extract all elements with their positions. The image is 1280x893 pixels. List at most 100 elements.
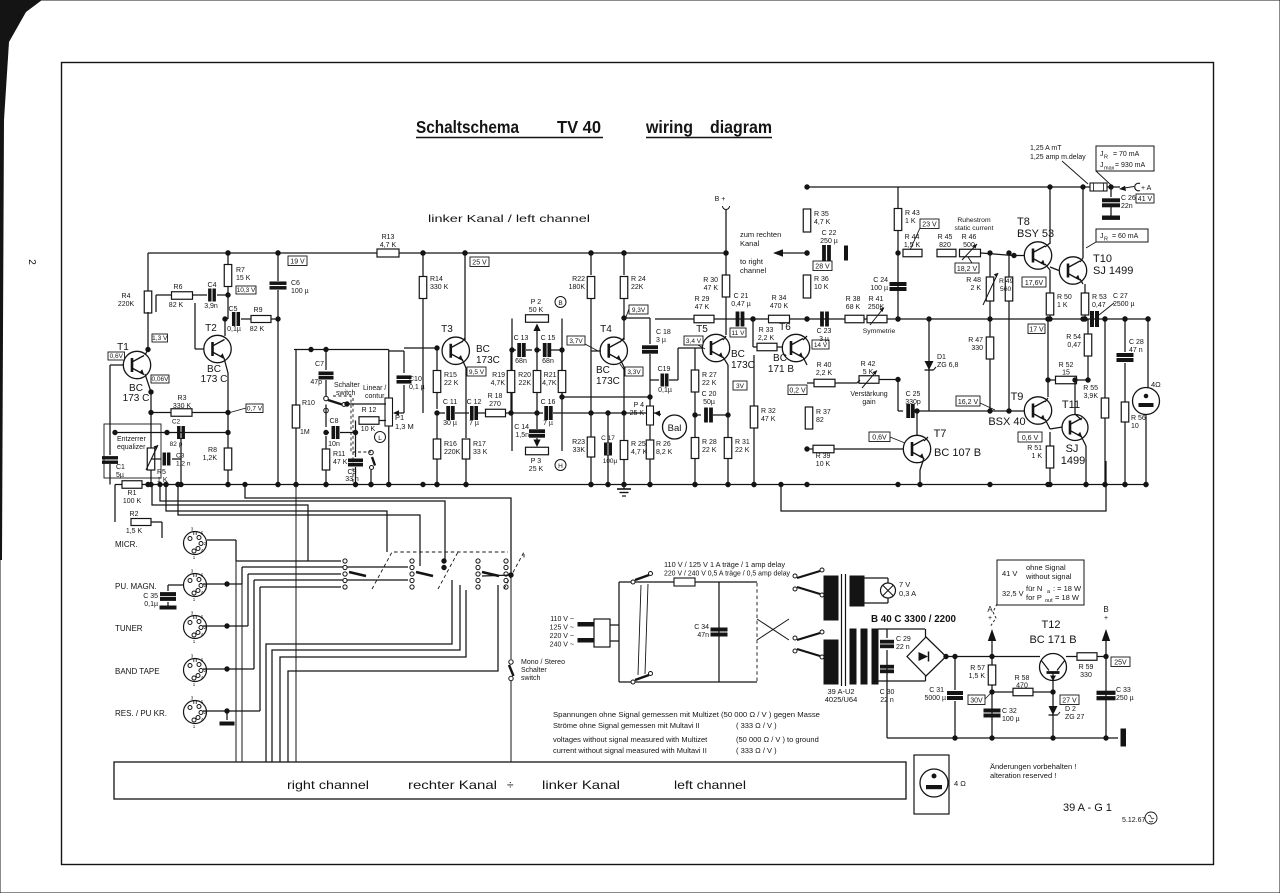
svg-text:R 32: R 32 bbox=[761, 408, 776, 415]
svg-text:5µ: 5µ bbox=[116, 472, 124, 479]
svg-text:= 60 mA: = 60 mA bbox=[1112, 233, 1139, 240]
svg-text:Entzerrer: Entzerrer bbox=[117, 436, 146, 443]
svg-text:R 55: R 55 bbox=[1083, 385, 1098, 392]
svg-text:220 V ~: 220 V ~ bbox=[550, 633, 574, 640]
svg-text:1M: 1M bbox=[300, 429, 310, 436]
svg-text:1,2K: 1,2K bbox=[203, 455, 218, 462]
svg-text:equalizer: equalizer bbox=[117, 444, 146, 451]
svg-text:82: 82 bbox=[816, 417, 824, 424]
svg-text:R 24: R 24 bbox=[631, 276, 646, 283]
svg-text:330p: 330p bbox=[905, 399, 921, 406]
svg-text:28 V: 28 V bbox=[815, 264, 830, 271]
svg-text:41 V: 41 V bbox=[1138, 196, 1153, 203]
svg-text:R 33: R 33 bbox=[759, 327, 774, 334]
svg-text:1,5 K: 1,5 K bbox=[126, 528, 143, 535]
svg-text:R 36: R 36 bbox=[814, 276, 829, 283]
svg-text:C 25: C 25 bbox=[906, 391, 921, 398]
svg-text:110 V ~: 110 V ~ bbox=[550, 616, 574, 623]
svg-text:4,7 K: 4,7 K bbox=[631, 449, 648, 456]
svg-text:BSY 53: BSY 53 bbox=[1017, 228, 1054, 240]
svg-text:4: 4 bbox=[201, 675, 204, 680]
svg-text:+: + bbox=[988, 615, 992, 622]
svg-text:C2: C2 bbox=[172, 419, 181, 426]
svg-text:C10: C10 bbox=[409, 376, 422, 383]
svg-text:10 K: 10 K bbox=[361, 426, 376, 433]
svg-text:125 V ~: 125 V ~ bbox=[550, 625, 574, 632]
svg-text:11 V: 11 V bbox=[732, 330, 746, 337]
svg-text:R 48: R 48 bbox=[966, 277, 981, 284]
svg-text:C 27: C 27 bbox=[1113, 293, 1128, 300]
svg-text:R17: R17 bbox=[473, 441, 486, 448]
svg-text:rechter Kanal: rechter Kanal bbox=[408, 778, 497, 792]
svg-text:RES. / PU KR.: RES. / PU KR. bbox=[115, 709, 167, 718]
svg-text:0,1µ: 0,1µ bbox=[144, 601, 158, 608]
svg-text:BC: BC bbox=[476, 344, 490, 355]
svg-text:22n: 22n bbox=[1121, 203, 1133, 210]
svg-text:2: 2 bbox=[204, 668, 207, 673]
svg-text:wiring: wiring bbox=[645, 117, 693, 137]
svg-text:220K: 220K bbox=[118, 301, 135, 308]
svg-text:2 K: 2 K bbox=[970, 285, 981, 292]
svg-text:250K: 250K bbox=[868, 304, 885, 311]
svg-text:1,3 V: 1,3 V bbox=[152, 335, 168, 342]
svg-text:T12: T12 bbox=[1042, 619, 1061, 631]
svg-text:1: 1 bbox=[193, 724, 196, 729]
svg-text:470 K: 470 K bbox=[770, 303, 789, 310]
svg-text:173 C: 173 C bbox=[201, 374, 228, 385]
svg-text:R 31: R 31 bbox=[735, 439, 750, 446]
svg-text:47n: 47n bbox=[697, 632, 709, 639]
svg-text:T5: T5 bbox=[696, 324, 708, 335]
svg-text:R22: R22 bbox=[572, 276, 585, 283]
svg-text:3: 3 bbox=[191, 696, 194, 701]
svg-text:7 µ: 7 µ bbox=[469, 420, 479, 427]
svg-text:22 K: 22 K bbox=[735, 447, 750, 454]
svg-text:Linear /: Linear / bbox=[363, 385, 386, 392]
svg-text:1 K: 1 K bbox=[1031, 453, 1042, 460]
svg-text:2: 2 bbox=[204, 710, 207, 715]
svg-text:27 V: 27 V bbox=[1062, 698, 1077, 705]
svg-text:4Ω: 4Ω bbox=[1151, 380, 1161, 389]
svg-text:41 V: 41 V bbox=[1002, 569, 1017, 578]
svg-text:15: 15 bbox=[1062, 370, 1070, 377]
svg-text:10 K: 10 K bbox=[814, 284, 829, 291]
svg-text:C 33: C 33 bbox=[1116, 687, 1131, 694]
svg-text:T3: T3 bbox=[441, 324, 453, 335]
svg-text:C8: C8 bbox=[330, 418, 339, 425]
svg-text:C 34: C 34 bbox=[694, 624, 709, 631]
svg-text:J: J bbox=[1100, 151, 1104, 158]
svg-text:5 K: 5 K bbox=[863, 369, 874, 376]
svg-text:BC: BC bbox=[731, 349, 745, 360]
svg-text:P 4: P 4 bbox=[634, 402, 644, 409]
svg-text:Ströme ohne Signal gemessen: Ströme ohne Signal gemessen mit Multavi … bbox=[553, 721, 700, 730]
svg-text:10,3 V: 10,3 V bbox=[237, 287, 256, 294]
svg-text:25V: 25V bbox=[1114, 660, 1127, 667]
svg-text:T4: T4 bbox=[600, 324, 612, 335]
svg-text:C 18: C 18 bbox=[656, 329, 671, 336]
svg-text:0,1 µ: 0,1 µ bbox=[409, 384, 425, 391]
svg-text:SJ: SJ bbox=[1066, 443, 1079, 455]
svg-text:1 K: 1 K bbox=[157, 477, 168, 484]
svg-text:right channel: right channel bbox=[287, 778, 369, 792]
svg-text:1: 1 bbox=[193, 639, 196, 644]
svg-text:7 µ: 7 µ bbox=[543, 420, 553, 427]
svg-text:0,47: 0,47 bbox=[1092, 302, 1106, 309]
svg-text:R 49: R 49 bbox=[999, 278, 1014, 285]
svg-text:Mono / Stereo: Mono / Stereo bbox=[521, 659, 565, 666]
svg-text:R 35: R 35 bbox=[814, 211, 829, 218]
svg-text:1,5 K: 1,5 K bbox=[904, 242, 921, 249]
svg-text:0,1µ: 0,1µ bbox=[658, 387, 672, 394]
svg-text:C 20: C 20 bbox=[702, 391, 717, 398]
svg-text:gain: gain bbox=[862, 399, 875, 406]
svg-text:R 54: R 54 bbox=[1066, 334, 1081, 341]
svg-text:R 37: R 37 bbox=[816, 409, 831, 416]
svg-text:173C: 173C bbox=[596, 376, 620, 387]
svg-text:channel: channel bbox=[740, 266, 767, 275]
svg-text:diagram: diagram bbox=[710, 117, 772, 137]
svg-text:4,7 K: 4,7 K bbox=[380, 242, 397, 249]
svg-text:R1: R1 bbox=[128, 490, 137, 497]
svg-text:22 K: 22 K bbox=[702, 447, 717, 454]
svg-text:330 K: 330 K bbox=[173, 403, 192, 410]
svg-text:BC: BC bbox=[596, 365, 610, 376]
svg-text:100 µ: 100 µ bbox=[870, 285, 888, 292]
svg-text:R 29: R 29 bbox=[695, 296, 710, 303]
